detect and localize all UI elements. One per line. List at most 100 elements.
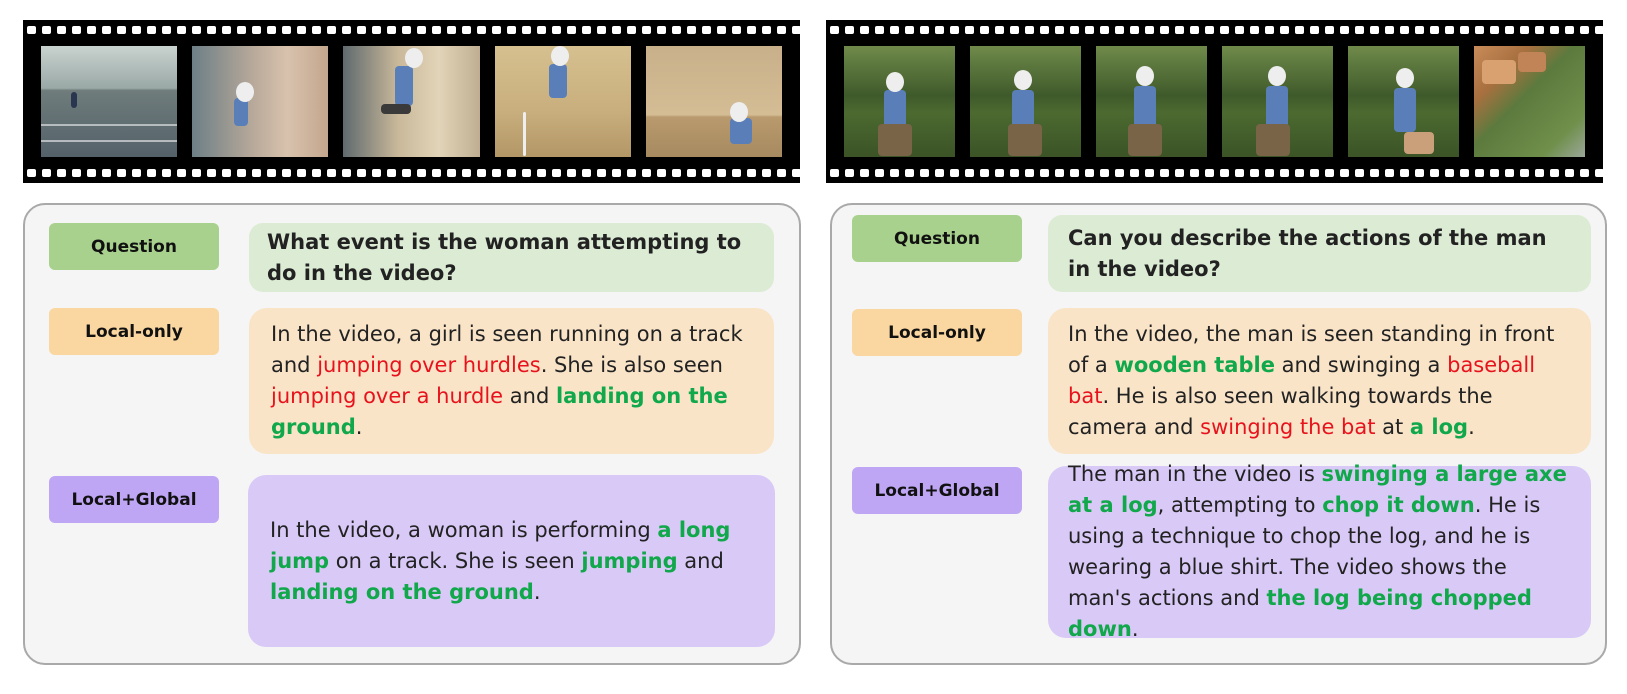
local-global-label: Local+Global <box>49 476 219 523</box>
incorrect-phrase: baseball bat <box>1068 353 1536 408</box>
film-perforation <box>342 26 351 34</box>
film-perforation <box>402 169 411 177</box>
film-perforations-top <box>23 26 800 34</box>
film-perforation <box>950 26 959 34</box>
correct-phrase: swinging a large axe at a log <box>1068 462 1567 517</box>
answer-text-segment: . <box>533 579 541 604</box>
film-perforation <box>1310 26 1319 34</box>
correct-phrase: a log <box>1409 415 1469 439</box>
film-perforation <box>27 169 36 177</box>
film-perforation <box>1220 169 1229 177</box>
answer-text-segment: and swinging a <box>1274 353 1448 377</box>
film-perforation <box>920 26 929 34</box>
film-perforation <box>462 26 471 34</box>
film-perforation <box>342 169 351 177</box>
correct-phrase: landing on the ground <box>271 384 728 439</box>
answer-text-segment: and <box>503 384 556 408</box>
film-perforation <box>432 26 441 34</box>
film-perforation <box>732 26 741 34</box>
film-perforation <box>387 169 396 177</box>
local-only-answer: In the video, a girl is seen running on … <box>271 319 752 443</box>
film-perforation <box>1400 26 1409 34</box>
film-perforation <box>312 26 321 34</box>
film-perforation <box>1235 26 1244 34</box>
film-perforation <box>177 169 186 177</box>
film-perforation <box>297 169 306 177</box>
film-perforation <box>920 169 929 177</box>
answer-text-segment: . He is using a technique to chop the lo… <box>1068 493 1541 610</box>
film-perforation <box>552 169 561 177</box>
film-perforation <box>1595 26 1603 34</box>
film-perforation <box>612 169 621 177</box>
film-perforation <box>627 26 636 34</box>
film-perforation <box>687 26 696 34</box>
local-only-label-text: Local-only <box>888 322 986 343</box>
film-perforation <box>1415 26 1424 34</box>
answer-text-segment: . <box>355 415 363 439</box>
film-perforation <box>1055 26 1064 34</box>
film-perforation <box>1025 26 1034 34</box>
film-perforation <box>492 169 501 177</box>
question-text: What event is the woman attempting to do… <box>267 229 742 285</box>
local-global-label: Local+Global <box>852 467 1022 514</box>
film-perforation <box>162 26 171 34</box>
film-perforation <box>237 169 246 177</box>
film-perforation <box>1475 26 1484 34</box>
right-qa-panel: Question Can you describe the actions of… <box>830 203 1607 665</box>
film-perforation <box>1265 169 1274 177</box>
film-perforation <box>267 26 276 34</box>
local-only-label-text: Local-only <box>85 321 183 342</box>
film-perforation <box>1025 169 1034 177</box>
film-perforation <box>732 169 741 177</box>
film-perforation <box>860 26 869 34</box>
film-perforation <box>1295 169 1304 177</box>
film-perforation <box>42 169 51 177</box>
film-perforation <box>905 26 914 34</box>
film-perforation <box>432 169 441 177</box>
question-label: Question <box>852 215 1022 262</box>
film-perforation <box>875 169 884 177</box>
film-perforation <box>522 169 531 177</box>
film-perforation <box>995 26 1004 34</box>
film-perforation <box>1130 169 1139 177</box>
correct-phrase: chop it down <box>1322 493 1475 517</box>
film-perforation <box>177 26 186 34</box>
film-perforation <box>297 26 306 34</box>
film-perforation <box>597 26 606 34</box>
film-perforation <box>1115 26 1124 34</box>
local-only-answer: In the video, the man is seen standing i… <box>1068 319 1571 443</box>
film-perforation <box>207 26 216 34</box>
film-perforation <box>357 169 366 177</box>
answer-text-segment: . <box>1468 415 1475 439</box>
film-perforation <box>162 169 171 177</box>
film-perforation <box>702 169 711 177</box>
left-frame-1 <box>41 46 178 157</box>
film-perforation <box>792 26 800 34</box>
question-text-box: Can you describe the actions of the man … <box>1048 215 1591 292</box>
right-frame-4 <box>1222 46 1333 157</box>
film-perforation <box>1340 169 1349 177</box>
film-perforation <box>1115 169 1124 177</box>
correct-phrase: landing on the ground <box>270 579 534 604</box>
film-perforation <box>57 169 66 177</box>
film-perforation <box>117 169 126 177</box>
film-perforation <box>747 169 756 177</box>
film-perforation <box>1100 169 1109 177</box>
film-perforation <box>27 26 36 34</box>
film-perforation <box>672 26 681 34</box>
film-perforation <box>117 26 126 34</box>
film-perforation <box>372 26 381 34</box>
film-perforation <box>687 169 696 177</box>
film-perforation <box>582 169 591 177</box>
film-perforation <box>282 169 291 177</box>
film-perforation <box>1145 169 1154 177</box>
film-perforation <box>1520 169 1529 177</box>
film-perforation <box>522 26 531 34</box>
film-perforation <box>192 26 201 34</box>
film-perforation <box>875 26 884 34</box>
film-perforation <box>905 169 914 177</box>
film-perforation <box>1490 26 1499 34</box>
film-perforation <box>1460 26 1469 34</box>
film-perforation <box>1445 169 1454 177</box>
right-frame-5 <box>1348 46 1459 157</box>
